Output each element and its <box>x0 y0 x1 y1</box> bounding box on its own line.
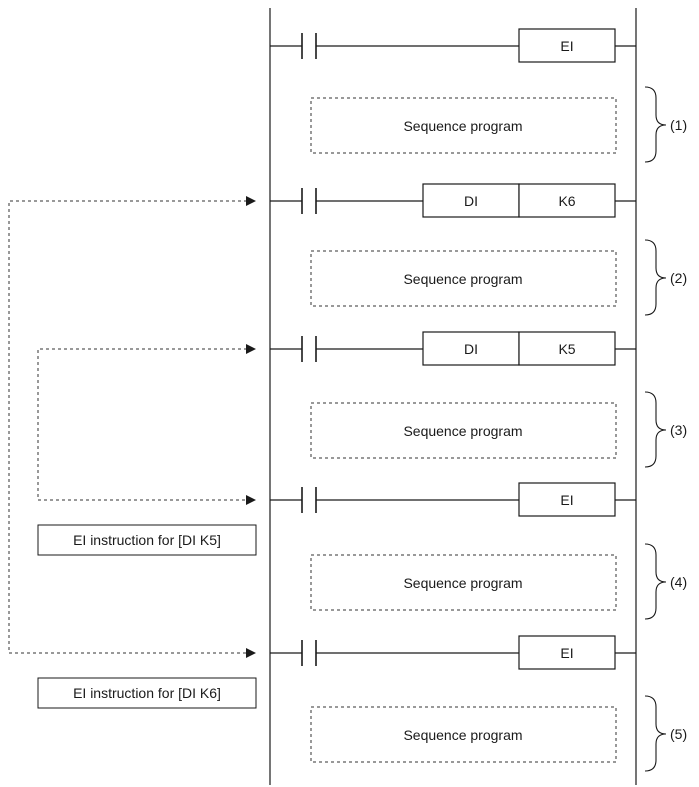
brace <box>644 391 667 468</box>
note-text: EI instruction for [DI K6] <box>73 685 221 701</box>
block-tag: (3) <box>670 422 687 438</box>
instruction-label: EI <box>560 645 573 661</box>
arrow-di-k5-to-ei <box>37 344 256 505</box>
sequence-program-label: Sequence program <box>403 727 522 743</box>
block-tag: (1) <box>670 117 687 133</box>
block-tag: (4) <box>670 574 687 590</box>
sequence-block-5: Sequence program (5) <box>310 695 687 772</box>
rung-4: EI <box>270 482 636 517</box>
instruction-box <box>518 482 616 517</box>
sequence-program-label: Sequence program <box>403 271 522 287</box>
note-text: EI instruction for [DI K5] <box>73 532 221 548</box>
instruction-box <box>422 331 520 366</box>
brace <box>644 239 667 316</box>
arrowhead <box>246 196 256 206</box>
arrowhead <box>246 648 256 658</box>
brace <box>644 695 667 772</box>
sequence-program-label: Sequence program <box>403 423 522 439</box>
instruction-label: DI <box>464 341 478 357</box>
operand-label: K5 <box>558 341 575 357</box>
arrow-di-k6-to-ei <box>8 196 256 658</box>
instruction-label: EI <box>560 38 573 54</box>
rung-2: DI K6 <box>270 183 636 218</box>
sequence-block-2: Sequence program (2) <box>310 239 687 316</box>
sequence-program-label: Sequence program <box>403 575 522 591</box>
instruction-box <box>518 635 616 670</box>
sequence-block-1: Sequence program (1) <box>310 86 687 163</box>
instruction-box <box>518 28 616 63</box>
sequence-program-label: Sequence program <box>403 118 522 134</box>
arrowhead <box>246 344 256 354</box>
arrowhead <box>246 495 256 505</box>
instruction-label: DI <box>464 193 478 209</box>
operand-label: K6 <box>558 193 575 209</box>
note-ei-k6: EI instruction for [DI K6] <box>37 677 257 709</box>
brace <box>644 543 667 620</box>
rung-3: DI K5 <box>270 331 636 366</box>
block-tag: (5) <box>670 726 687 742</box>
block-tag: (2) <box>670 270 687 286</box>
sequence-block-3: Sequence program (3) <box>310 391 687 468</box>
note-ei-k5: EI instruction for [DI K5] <box>37 524 257 556</box>
rung-1: EI <box>270 28 636 63</box>
instruction-label: EI <box>560 492 573 508</box>
operand-box <box>518 331 616 366</box>
sequence-block-4: Sequence program (4) <box>310 543 687 620</box>
rung-5: EI <box>270 635 636 670</box>
brace <box>644 86 667 163</box>
